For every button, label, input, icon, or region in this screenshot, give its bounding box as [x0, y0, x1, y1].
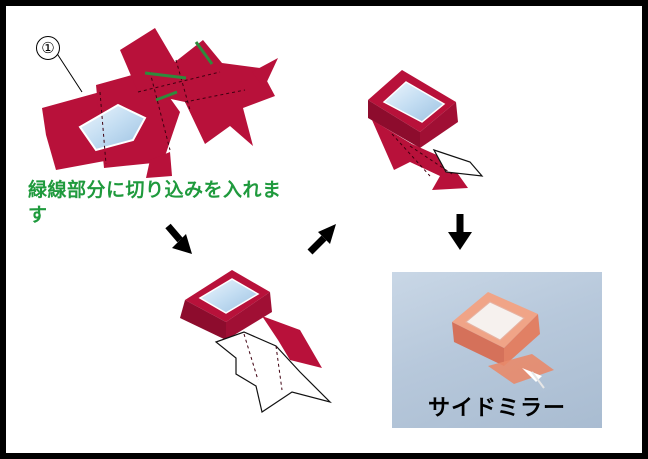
side-mirror-caption: サイドミラー [427, 396, 566, 421]
side-mirror-model-image [452, 292, 554, 389]
assembled-lower-arm [372, 120, 468, 190]
step1-flat-net [42, 28, 278, 178]
net-lower-flap [146, 152, 172, 178]
arrow-down-right-icon [165, 223, 192, 254]
part-marker-label: ① [36, 36, 60, 60]
marker-leader-line [55, 51, 83, 93]
arrow-up-right-icon [307, 224, 336, 255]
net-mirror-glass [78, 103, 147, 152]
assembled-mirror-glass [382, 81, 446, 123]
net-side-wing [42, 92, 110, 170]
folded-mirror-glass [198, 278, 260, 314]
cut-instruction-note: 緑線部分に切り込みを入れます [28, 179, 282, 226]
folded-white-flaps [214, 331, 332, 413]
net-fold-lines [99, 59, 246, 165]
arrow-down-icon [448, 214, 472, 250]
net-upper-arm [120, 28, 275, 146]
assembled-box-side [368, 100, 420, 148]
net-cut-lines [144, 41, 214, 102]
assembled-box-front [420, 102, 458, 148]
net-right-flap [252, 58, 278, 88]
folded-box-side [180, 300, 226, 340]
step3-assembled [368, 70, 484, 190]
step2-half-folded [180, 270, 332, 413]
finished-model-photo [392, 272, 602, 428]
folded-box-front [226, 292, 272, 340]
folded-red-flap [262, 316, 322, 368]
